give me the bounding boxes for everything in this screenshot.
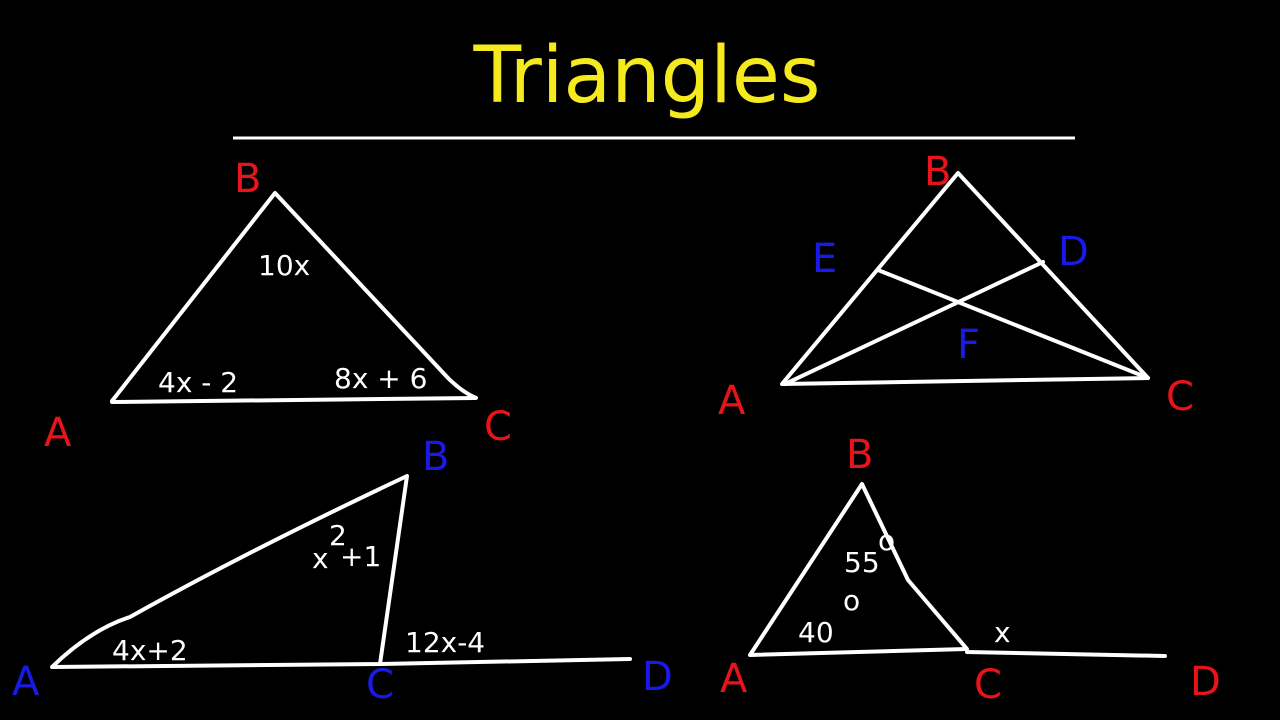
vertex-a-2: A (718, 378, 746, 424)
triangle-abc-2 (780, 171, 1150, 386)
angle-a-expression-3: 4x+2 (112, 634, 188, 667)
degree-symbol-b: o (878, 524, 895, 557)
ray-cd-4 (965, 650, 1167, 658)
triangle-abc-3 (50, 474, 409, 669)
point-f: F (957, 322, 980, 368)
vertex-a-1: A (44, 410, 72, 456)
point-d-3: D (642, 654, 673, 700)
point-d-4: D (1190, 659, 1221, 705)
vertex-b-2: B (924, 149, 951, 195)
vertex-c-3: C (366, 662, 394, 708)
degree-symbol-a: o (843, 584, 860, 617)
triangle-diagram-2: B E D F A C (718, 149, 1194, 424)
point-d-2: D (1058, 229, 1089, 275)
vertex-a-4: A (720, 656, 748, 702)
exterior-angle-expression-3: 12x-4 (405, 626, 485, 659)
angle-a-value-4: 40 (798, 616, 834, 649)
angle-c-expression-1: 8x + 6 (334, 362, 427, 395)
svg-text:+1: +1 (340, 540, 381, 573)
triangle-diagram-1: B A C 10x 4x - 2 8x + 6 (44, 156, 512, 456)
segment-ad (783, 260, 1045, 386)
vertex-a-3: A (12, 659, 40, 705)
vertex-b-1: B (234, 156, 261, 202)
triangle-diagram-4: B A C D 55 o 40 o x (720, 432, 1221, 708)
triangle-diagram-3: B A C D 4x+2 x 2 +1 12x-4 (12, 434, 673, 708)
triangle-abc-4 (748, 482, 969, 657)
angle-a-expression-1: 4x - 2 (158, 366, 238, 399)
angle-b-expression-1: 10x (258, 249, 310, 282)
vertex-b-3: B (422, 434, 449, 480)
triangle-abc-1 (110, 191, 478, 404)
exterior-angle-x-4: x (994, 616, 1011, 649)
vertex-c-4: C (974, 662, 1002, 708)
angle-b-expression-3: x 2 +1 (312, 519, 381, 575)
exponent: 2 (329, 519, 347, 552)
vertex-b-4: B (846, 432, 873, 478)
vertex-c-1: C (484, 404, 512, 450)
point-e: E (812, 236, 837, 282)
svg-text:x: x (312, 542, 329, 575)
angle-b-value-4: 55 (844, 546, 880, 579)
segment-ec (876, 268, 1150, 380)
vertex-c-2: C (1166, 374, 1194, 420)
page-title: Triangles (473, 31, 821, 121)
ray-cd-3 (378, 657, 632, 666)
